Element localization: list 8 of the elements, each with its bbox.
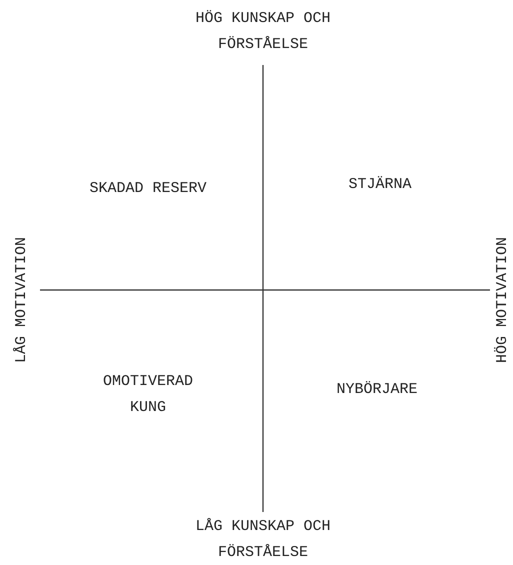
axis-label: LÅG MOTIVATION (12, 236, 31, 364)
quadrant-label: SKADAD RESERV (88, 179, 208, 199)
axis-label: HÖG KUNSKAP OCH FÖRSTÅELSE (194, 9, 332, 55)
axis-label: HÖG MOTIVATION (493, 236, 512, 364)
axis-label: LÅG KUNSKAP OCH FÖRSTÅELSE (194, 517, 332, 563)
quadrant-label: STJÄRNA (347, 175, 412, 195)
quadrant-label: NYBÖRJARE (335, 380, 418, 400)
quadrant-label: OMOTIVERAD KUNG (102, 372, 194, 418)
